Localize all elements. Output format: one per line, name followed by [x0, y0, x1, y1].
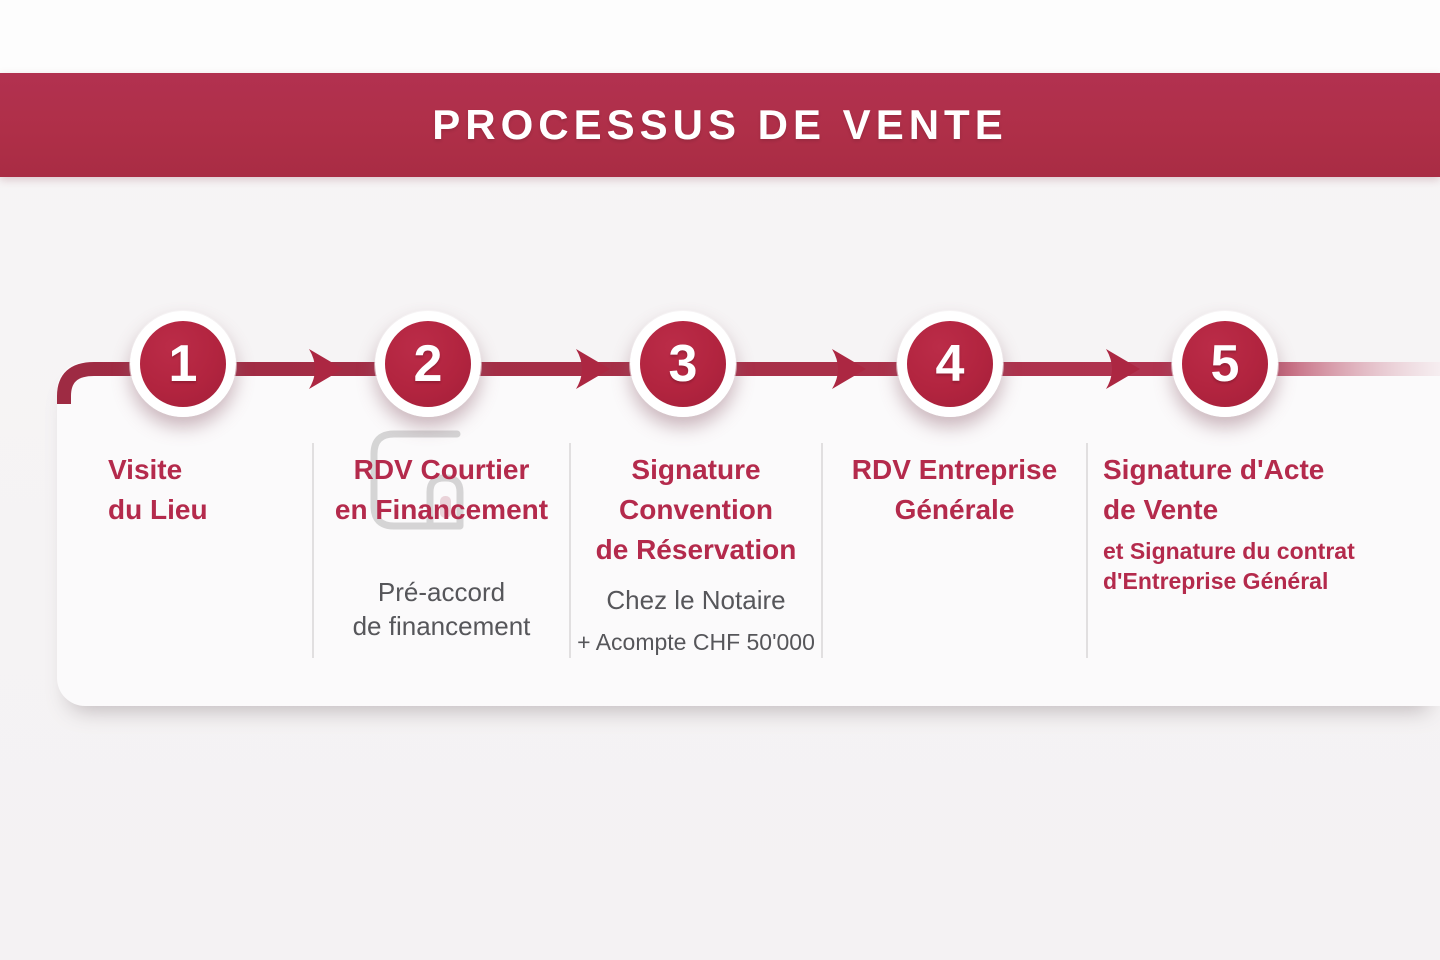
step-circle-5: 5	[1172, 311, 1278, 417]
step-circle-1: 1	[130, 311, 236, 417]
step-number: 2	[413, 335, 443, 393]
step-column-2: RDV Courtier en Financement Pré-accord d…	[313, 450, 570, 643]
step-title: RDV Entreprise Générale	[851, 454, 1058, 525]
step-number: 1	[168, 335, 198, 393]
step-number: 4	[935, 335, 965, 393]
column-divider	[569, 443, 571, 658]
step-circle-4: 4	[897, 311, 1003, 417]
step-column-1: Visite du Lieu	[108, 450, 308, 530]
banner: PROCESSUS DE VENTE	[0, 73, 1440, 177]
step-circle-2: 2	[375, 311, 481, 417]
column-divider	[312, 443, 314, 658]
step-subtitle: et Signature du contrat d'Entreprise Gén…	[1103, 538, 1355, 594]
step-title: RDV Courtier en Financement	[334, 454, 549, 525]
step-note-secondary: + Acompte CHF 50'000	[577, 629, 815, 655]
step-title: Visite du Lieu	[108, 454, 208, 525]
step-column-3: Signature Convention de Réservation Chez…	[570, 450, 822, 657]
step-number: 5	[1210, 335, 1240, 393]
column-divider	[821, 443, 823, 658]
brand-logo-watermark-icon	[370, 430, 464, 530]
step-column-5: Signature d'Acte de Vente et Signature d…	[1103, 450, 1413, 596]
step-title: Signature d'Acte de Vente	[1103, 454, 1325, 525]
step-number: 3	[668, 335, 698, 393]
step-note: Pré-accord de financement	[352, 577, 531, 641]
top-strip	[0, 0, 1440, 73]
step-column-4: RDV Entreprise Générale	[822, 450, 1087, 530]
page-title: PROCESSUS DE VENTE	[432, 101, 1008, 148]
step-note: Chez le Notaire	[606, 585, 786, 615]
process-card	[57, 362, 1440, 706]
step-circle-3: 3	[630, 311, 736, 417]
step-title: Signature Convention de Réservation	[595, 454, 797, 565]
column-divider	[1086, 443, 1088, 658]
